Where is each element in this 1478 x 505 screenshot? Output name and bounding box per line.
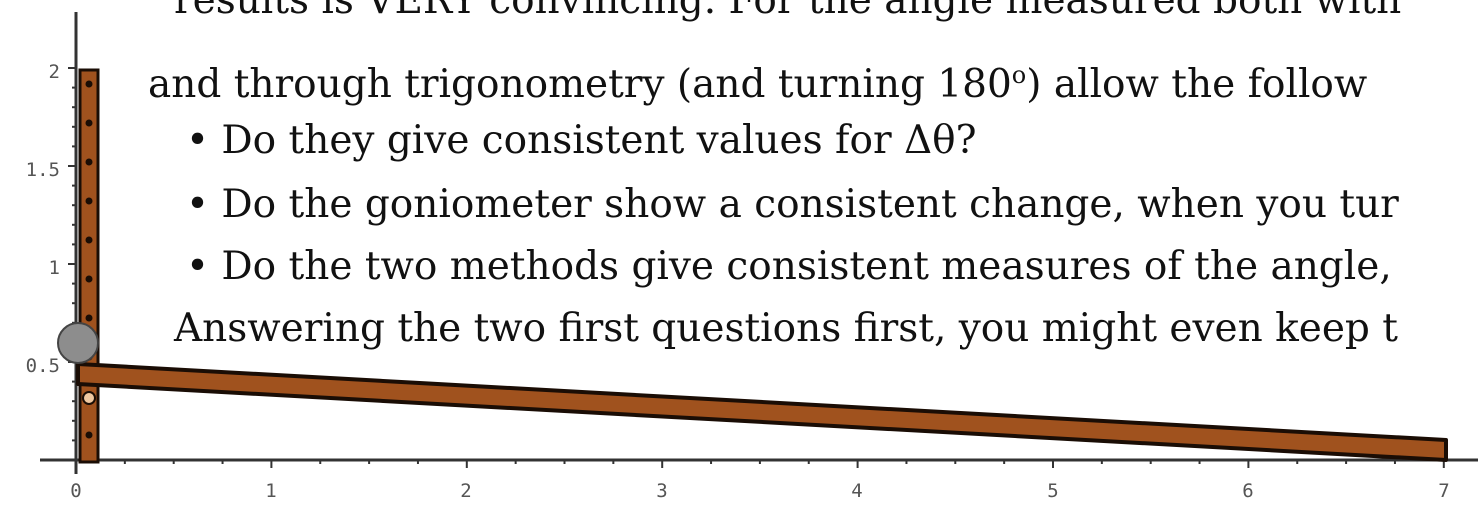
bullet-item-2: • Do the goniometer show a consistent ch… <box>186 182 1399 227</box>
x-tick-label-5: 5 <box>1047 480 1058 502</box>
inclined-plank <box>76 362 1448 462</box>
x-tick-label-1: 1 <box>265 480 276 502</box>
y-tick-label-1-5: 1.5 <box>26 159 60 181</box>
post-dot <box>85 275 93 283</box>
post-dot <box>85 236 93 244</box>
bullet-item-1: • Do they give consistent values for Δθ? <box>186 118 977 163</box>
text-line-6: Answering the two first questions first,… <box>174 306 1398 351</box>
x-tick-label-0: 0 <box>70 480 81 502</box>
y-tick-label-1: 1 <box>49 257 60 279</box>
x-tick-label-4: 4 <box>851 480 862 502</box>
small-marker <box>82 391 96 405</box>
post-dot <box>85 158 93 166</box>
x-tick-label-6: 6 <box>1242 480 1253 502</box>
ball <box>57 322 99 364</box>
text-line-2-end: ) allow the follow <box>1026 62 1368 107</box>
x-tick-label-2: 2 <box>460 480 471 502</box>
x-tick-label-7: 7 <box>1438 480 1449 502</box>
text-line-2-start: and through trigonometry (and turning 18… <box>148 62 1012 107</box>
text-line-1: results is VERY convincing. For the angl… <box>174 0 1402 23</box>
x-tick-label-3: 3 <box>656 480 667 502</box>
post-dot <box>85 119 93 127</box>
bullet-item-3: • Do the two methods give consistent mea… <box>186 244 1392 289</box>
post-dot <box>85 197 93 205</box>
degree-superscript: o <box>1011 61 1027 89</box>
post-dot <box>85 80 93 88</box>
post-dot <box>85 314 93 322</box>
text-line-2: and through trigonometry (and turning 18… <box>148 52 1367 108</box>
y-tick-label-0-5: 0.5 <box>26 355 60 377</box>
post-dot <box>85 431 93 439</box>
y-tick-label-2: 2 <box>49 61 60 83</box>
